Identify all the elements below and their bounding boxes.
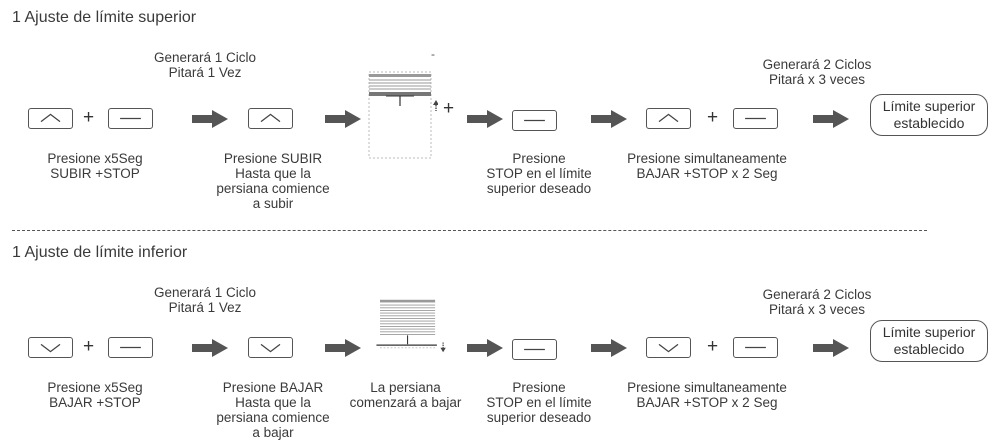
beep-line: Pitará x 3 veces	[768, 302, 866, 317]
stop-dash-icon	[524, 348, 545, 351]
plus-sign: +	[707, 336, 719, 357]
right-arrow-icon	[591, 339, 627, 357]
caption-line: BAJAR +STOP x 2 Seg	[636, 166, 778, 181]
right-arrow-icon	[192, 339, 228, 357]
stop-button[interactable]	[733, 108, 778, 129]
caption-line: superior deseado	[486, 410, 592, 425]
stop-dash-icon	[120, 346, 141, 349]
stop-dash-icon	[120, 117, 141, 120]
stop-button[interactable]	[512, 110, 557, 131]
caption-line: superior deseado	[486, 181, 592, 196]
down-button[interactable]	[646, 337, 691, 358]
step-caption: Presione x5Seg SUBIR +STOP	[35, 151, 155, 181]
caption-line: Presione simultaneamente	[627, 151, 787, 166]
beep-line: Pitará 1 Vez	[168, 65, 242, 80]
caption-line: Presione	[512, 151, 566, 166]
down-button[interactable]	[28, 337, 73, 358]
down-button[interactable]	[248, 337, 293, 358]
section-title-upper: 1 Ajuste de límite superior	[12, 9, 197, 26]
stop-dash-icon	[745, 117, 766, 120]
generate-1-cycle-note: Generará 1 Ciclo Pitará 1 Vez	[145, 50, 265, 80]
right-arrow-icon	[813, 339, 849, 357]
generate-line: Generará 2 Ciclos	[762, 57, 872, 72]
result-line: Límite superior	[882, 98, 976, 114]
stop-button[interactable]	[108, 337, 153, 358]
caption-line: a bajar	[252, 425, 294, 440]
beep-line: Pitará 1 Vez	[168, 300, 242, 315]
stop-button[interactable]	[733, 337, 778, 358]
caption-line: Hasta que la	[235, 395, 311, 410]
caption-line: persiana comience	[216, 410, 330, 425]
generate-line: Generará 1 Ciclo	[153, 50, 257, 65]
caption-line: SUBIR +STOP	[50, 166, 140, 181]
result-box-upper-limit-set: Límite superior establecido	[870, 320, 988, 362]
up-button[interactable]	[28, 108, 73, 129]
right-arrow-icon	[467, 110, 503, 128]
result-line: Límite superior	[882, 324, 976, 340]
caption-line: STOP en el límite	[486, 166, 592, 181]
plus-sign: +	[83, 336, 95, 357]
caption-line: BAJAR +STOP x 2 Seg	[636, 395, 778, 410]
step-caption: Presione STOP en el límite superior dese…	[474, 151, 604, 196]
chevron-up-icon	[40, 113, 61, 123]
chevron-down-icon	[40, 343, 61, 353]
caption-line: La persiana	[370, 380, 441, 395]
step-caption: Presione BAJAR Hasta que la persiana com…	[208, 380, 338, 440]
stop-dash-icon	[745, 346, 766, 349]
generate-line: Generará 1 Ciclo	[153, 285, 257, 300]
stray-dash: -	[431, 47, 435, 61]
stop-button[interactable]	[512, 339, 557, 360]
right-arrow-icon	[192, 110, 228, 128]
right-arrow-icon	[325, 339, 361, 357]
result-line: establecido	[893, 341, 965, 357]
stop-dash-icon	[524, 119, 545, 122]
right-arrow-icon	[813, 110, 849, 128]
caption-line: Hasta que la	[235, 166, 311, 181]
plus-sign: +	[83, 107, 95, 128]
generate-line: Generará 2 Ciclos	[762, 287, 872, 302]
beep-line: Pitará x 3 veces	[768, 72, 866, 87]
right-arrow-icon	[591, 110, 627, 128]
up-button[interactable]	[646, 108, 691, 129]
step-caption: Presione simultaneamente BAJAR +STOP x 2…	[617, 380, 797, 410]
section-divider	[12, 230, 927, 231]
up-button[interactable]	[248, 108, 293, 129]
step-caption: Presione x5Seg BAJAR +STOP	[35, 380, 155, 410]
chevron-down-icon	[658, 343, 679, 353]
result-box-upper-limit-set: Límite superior establecido	[870, 94, 988, 136]
chevron-up-icon	[658, 113, 679, 123]
blind-rising-illustration	[368, 71, 438, 159]
caption-line: comenzará a bajar	[349, 395, 462, 410]
step-caption: La persiana comenzará a bajar	[338, 380, 473, 410]
plus-sign: +	[707, 107, 719, 128]
caption-line: persiana comience	[216, 181, 330, 196]
caption-line: Presione SUBIR	[223, 151, 323, 166]
generate-1-cycle-note: Generará 1 Ciclo Pitará 1 Vez	[145, 285, 265, 315]
chevron-up-icon	[260, 113, 281, 123]
caption-line: Presione simultaneamente	[627, 380, 787, 395]
stop-button[interactable]	[108, 108, 153, 129]
step-caption: Presione STOP en el límite superior dese…	[474, 380, 604, 425]
right-arrow-icon	[467, 339, 503, 357]
caption-line: a subir	[252, 196, 294, 211]
plus-sign: +	[443, 98, 455, 119]
blind-lowering-illustration	[376, 299, 446, 353]
caption-line: Presione BAJAR	[222, 380, 324, 395]
caption-line: BAJAR +STOP	[49, 395, 141, 410]
right-arrow-icon	[325, 110, 361, 128]
chevron-down-icon	[260, 343, 281, 353]
caption-line: Presione	[512, 380, 566, 395]
step-caption: Presione SUBIR Hasta que la persiana com…	[208, 151, 338, 211]
generate-2-cycles-note: Generará 2 Ciclos Pitará x 3 veces	[752, 287, 882, 317]
section-title-lower: 1 Ajuste de límite inferior	[12, 244, 188, 261]
generate-2-cycles-note: Generará 2 Ciclos Pitará x 3 veces	[752, 57, 882, 87]
result-line: establecido	[893, 115, 965, 131]
caption-line: STOP en el límite	[486, 395, 592, 410]
caption-line: Presione x5Seg	[47, 380, 143, 395]
caption-line: Presione x5Seg	[47, 151, 143, 166]
step-caption: Presione simultaneamente BAJAR +STOP x 2…	[617, 151, 797, 181]
